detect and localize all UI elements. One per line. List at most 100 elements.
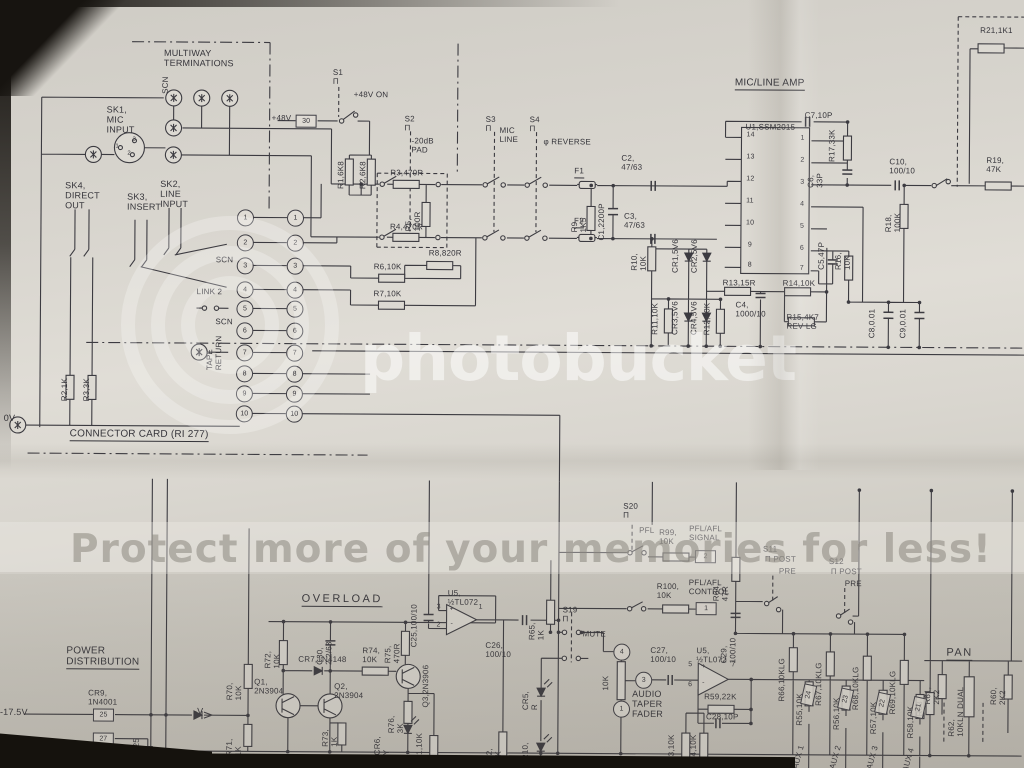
r59-22k: R59,22K bbox=[704, 692, 737, 702]
circled-terminal-1: 1 bbox=[612, 700, 631, 718]
pan-title: PAN bbox=[946, 646, 973, 662]
c3-label: C3, 47/63 bbox=[623, 211, 646, 230]
cr10-y: CR10, Y bbox=[520, 742, 539, 767]
c5-47p: C5,47P bbox=[816, 241, 826, 270]
component-bodies bbox=[65, 43, 1013, 761]
u5a-minus: - bbox=[450, 620, 454, 628]
u5a-pin3: 3 bbox=[436, 603, 441, 611]
u1-pin3: 3 bbox=[800, 178, 805, 186]
u5a-pin1: 1 bbox=[478, 603, 483, 611]
r65-1k: R65, 1K bbox=[527, 622, 546, 641]
u5b-plus: + bbox=[701, 663, 706, 671]
capacitor-symbols bbox=[142, 116, 925, 752]
r100-10k: R100, 10K bbox=[656, 581, 680, 600]
r18-100k: R18, 100K bbox=[883, 212, 903, 233]
r14-10k: R14,10K bbox=[782, 278, 816, 288]
diode-symbols bbox=[193, 252, 712, 753]
u5b-pin5: 5 bbox=[688, 661, 693, 669]
cr7-label: CR7,1N4148 bbox=[298, 654, 347, 664]
power-dist-title: POWER DISTRIBUTION bbox=[66, 645, 140, 671]
scn-top-label: SCN bbox=[160, 76, 170, 94]
r68-10klg: R68,10KLG bbox=[851, 666, 861, 711]
s2-label: S2 Π bbox=[404, 114, 415, 133]
u5b-pin7: 7 bbox=[731, 661, 736, 669]
neg17v: -17.5V bbox=[0, 706, 28, 718]
r2-6k8: R2,6K8 bbox=[358, 161, 368, 190]
sk3-label: SK3, INSERT bbox=[127, 191, 162, 212]
watermark-banner-text: Protect more of your memories for less! bbox=[70, 527, 992, 572]
s3-label: S3 Π bbox=[485, 114, 496, 133]
r66-10klg: R66,10KLG bbox=[777, 658, 787, 702]
u1-pin2: 2 bbox=[800, 156, 805, 164]
r16-10k: R16, 10K bbox=[833, 252, 852, 271]
wires-input-switches bbox=[277, 110, 742, 307]
q3-label: Q3,2N3906 bbox=[421, 664, 431, 708]
sk4-label: SK4, DIRECT OUT bbox=[65, 180, 100, 211]
xlr-pin2: 2 bbox=[127, 150, 131, 157]
r4-470r: R4,470R bbox=[389, 222, 423, 232]
u1-pin13: 13 bbox=[746, 153, 755, 161]
r71-1k: R71, 1K bbox=[224, 738, 243, 757]
terminal-box-27: 27 bbox=[92, 732, 114, 746]
xlr-pin3: 3 bbox=[132, 136, 137, 143]
q2-label: Q2, 2N3904 bbox=[334, 681, 364, 701]
c1-2200p: C1,2200P bbox=[596, 203, 607, 241]
r3-470r: R3,470R bbox=[390, 168, 424, 178]
c7-10p: C7,10P bbox=[804, 110, 833, 120]
r53-10k: R53,10K bbox=[666, 734, 676, 768]
r6-10k: R6,10K bbox=[373, 262, 402, 272]
phase-reverse-label: φ REVERSE bbox=[543, 137, 591, 147]
pad-label: -20dB PAD bbox=[411, 136, 434, 155]
r1-6k8: R1,6K8 bbox=[336, 161, 346, 189]
neg-v: -V bbox=[193, 706, 204, 717]
circled-terminal-4: 4 bbox=[613, 643, 631, 661]
u1-pin12: 12 bbox=[746, 175, 755, 183]
terminal-box-25: 25 bbox=[92, 708, 115, 722]
s4-label: S4 Π bbox=[529, 115, 540, 134]
r51-10k: R51,10K bbox=[414, 732, 424, 766]
r67-10klg: R67,10KLG bbox=[814, 662, 824, 706]
terminal-box-1: 1 bbox=[695, 602, 717, 616]
r19-47k: R19, 47K bbox=[986, 155, 1005, 174]
u5b-minus: - bbox=[702, 679, 705, 687]
photobucket-watermark: photobucket bbox=[360, 322, 797, 395]
cr6-y: CR6, Y bbox=[372, 736, 391, 756]
multiway-title: MULTIWAY TERMINATIONS bbox=[163, 47, 234, 69]
u1-pin1: 1 bbox=[800, 134, 805, 142]
u1-pin8: 8 bbox=[747, 261, 752, 269]
u1-pin10: 10 bbox=[745, 219, 755, 227]
c6-33p: C6, 33P bbox=[806, 173, 825, 188]
f1-label: F1 bbox=[574, 166, 584, 179]
r13-15r: R13,15R bbox=[722, 278, 756, 288]
r74-10k: R74, 10K bbox=[362, 646, 381, 665]
r70-10k: R70, 10K bbox=[225, 682, 244, 701]
r61-2k2: R61, 2K2 bbox=[923, 686, 942, 705]
r52-10k: R52, 10K bbox=[484, 748, 503, 766]
r76-3k: R76, 3K bbox=[386, 715, 405, 734]
device-details bbox=[281, 666, 415, 716]
circled-terminal-1: 1 bbox=[286, 209, 305, 227]
r7-10k: R7,10K bbox=[373, 289, 402, 299]
plus48v: +48V bbox=[271, 113, 292, 123]
r73-1k: R73, 1K bbox=[320, 729, 339, 747]
u1-pin4: 4 bbox=[800, 200, 805, 208]
r72-10k: R72, 10K bbox=[263, 650, 282, 669]
r21-1k1: R21,1K1 bbox=[980, 25, 1013, 36]
c9-001: C9,0.01 bbox=[898, 308, 908, 339]
wires-lower bbox=[23, 478, 1023, 768]
r69-10klg: R69,10KLG bbox=[887, 670, 898, 715]
overload-title: OVERLOAD bbox=[301, 592, 383, 608]
r2-1k: R2,1K bbox=[59, 378, 70, 402]
cr5-r: CR5, R bbox=[521, 691, 539, 711]
s12-pre: PRE bbox=[844, 579, 862, 589]
cr2-5v6: CR2,5V6 bbox=[689, 239, 699, 274]
c10-label: C10, 100/10 bbox=[889, 157, 916, 176]
u5a-pin2: 2 bbox=[436, 621, 441, 629]
sk1-label: SK1, MIC INPUT bbox=[106, 104, 135, 135]
c8-001: C8,0.01 bbox=[867, 308, 877, 339]
mute-label: MUTE bbox=[582, 629, 606, 639]
micline-amp-title: MIC/LINE AMP bbox=[734, 77, 805, 91]
